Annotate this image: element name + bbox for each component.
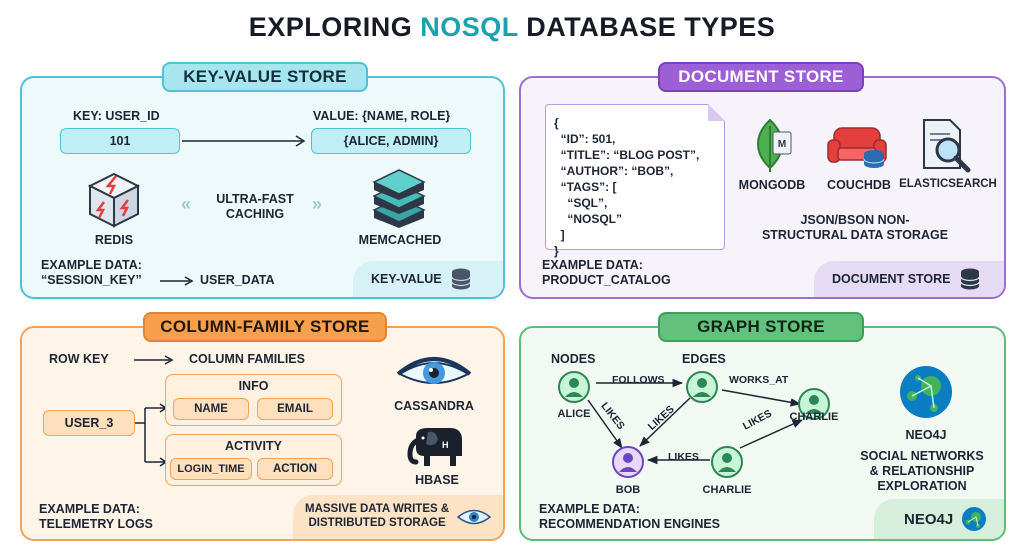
graph-header: GRAPH STORE xyxy=(658,312,864,342)
col-example-value: TELEMETRY LOGS xyxy=(39,517,153,531)
page-fold-icon xyxy=(708,104,725,121)
column-email: EMAIL xyxy=(257,398,333,420)
graph-corner-label: NEO4J xyxy=(904,510,954,528)
graph-example-heading: EXAMPLE DATA: xyxy=(539,502,640,516)
hbase-label: HBASE xyxy=(415,473,459,487)
chevron-left-icon: « xyxy=(181,194,192,214)
kv-example-value: USER_DATA xyxy=(200,273,275,287)
nodes-label: NODES xyxy=(551,352,596,366)
hbase-elephant-icon: H xyxy=(407,428,462,466)
document-header: DOCUMENT STORE xyxy=(658,62,864,92)
cassandra-eye-icon xyxy=(456,509,492,525)
svg-text:M: M xyxy=(778,139,786,150)
user-node-icon xyxy=(558,371,590,403)
row-branch-connector xyxy=(135,403,168,467)
kv-example-arrow-icon xyxy=(160,276,194,286)
memcached-label: MEMCACHED xyxy=(358,233,442,247)
cassandra-label: CASSANDRA xyxy=(394,399,474,413)
edge-works-at-label: WORKS_AT xyxy=(729,374,789,386)
svg-text:H: H xyxy=(442,440,449,450)
key-value-corner-tag: KEY-VALUE xyxy=(353,261,503,297)
user-node-icon xyxy=(798,388,830,420)
document-corner-tag: DOCUMENT STORE xyxy=(814,261,1004,297)
key-value-header: KEY-VALUE STORE xyxy=(162,62,368,92)
document-corner-label: DOCUMENT STORE xyxy=(832,272,951,286)
info-family-title: INFO xyxy=(238,379,269,393)
mongodb-label: MONGODB xyxy=(738,178,806,192)
cassandra-eye-icon xyxy=(396,357,472,384)
user-node-icon xyxy=(711,446,743,478)
node-alice-label: ALICE xyxy=(557,408,591,420)
doc-example-value: PRODUCT_CATALOG xyxy=(542,273,671,287)
title-accent: NOSQL xyxy=(420,12,519,42)
row-key-label: ROW KEY xyxy=(49,352,109,366)
redis-icon xyxy=(87,172,141,228)
couchdb-label: COUCHDB xyxy=(827,178,891,192)
graph-edges xyxy=(587,378,803,465)
kv-example-key: “SESSION_KEY” xyxy=(41,273,142,287)
kv-value-box: {ALICE, ADMIN} xyxy=(311,128,471,154)
kv-example-heading: EXAMPLE DATA: xyxy=(41,258,142,272)
couchdb-icon xyxy=(827,127,887,168)
activity-family-title: ACTIVITY xyxy=(225,439,282,453)
graph-example-value: RECOMMENDATION ENGINES xyxy=(539,517,721,531)
key-value-corner-label: KEY-VALUE xyxy=(371,272,442,286)
column-login-time: LOGIN_TIME xyxy=(170,458,252,480)
chevron-right-icon: » xyxy=(312,194,323,214)
col-example-heading: EXAMPLE DATA: xyxy=(39,502,140,516)
document-description: JSON/BSON NON-STRUCTURAL DATA STORAGE xyxy=(761,213,949,242)
user-node-icon xyxy=(686,371,718,403)
edge-likes-3-label: LIKES xyxy=(668,451,699,463)
database-icon xyxy=(451,268,471,290)
user-node-icon xyxy=(612,446,644,478)
elasticsearch-icon xyxy=(923,119,971,173)
row-user-box: USER_3 xyxy=(43,410,135,436)
mongodb-icon: M xyxy=(757,118,792,172)
memcached-icon xyxy=(372,169,426,228)
column-family-corner-tag: MASSIVE DATA WRITES &DISTRIBUTED STORAGE xyxy=(293,495,503,539)
node-bob-label: BOB xyxy=(615,484,641,496)
json-document-card: { “ID”: 501, “TITLE”: “BLOG POST”, “AUTH… xyxy=(545,104,725,258)
column-family-header: COLUMN-FAMILY STORE xyxy=(143,312,387,342)
edges-label: EDGES xyxy=(682,352,726,366)
neo4j-label: NEO4J xyxy=(905,428,947,442)
row-key-arrow-icon xyxy=(134,355,174,365)
elasticsearch-label: ELASTICSEARCH xyxy=(899,178,997,190)
kv-key-label: KEY: USER_ID xyxy=(73,109,160,123)
neo4j-icon xyxy=(900,366,952,418)
kv-key-box: 101 xyxy=(60,128,180,154)
doc-example-heading: EXAMPLE DATA: xyxy=(542,258,643,272)
redis-label: REDIS xyxy=(94,233,134,247)
column-families-label: COLUMN FAMILIES xyxy=(189,352,305,366)
column-corner-text: MASSIVE DATA WRITES &DISTRIBUTED STORAGE xyxy=(305,503,450,529)
column-action: ACTION xyxy=(257,458,333,480)
graph-corner-tag: NEO4J xyxy=(874,499,1004,539)
database-icon xyxy=(959,268,980,290)
edge-follows-label: FOLLOWS xyxy=(612,374,665,386)
node-charlie-top-label: CHARLIE xyxy=(789,411,839,423)
kv-arrow-icon xyxy=(182,135,306,147)
column-name: NAME xyxy=(173,398,249,420)
kv-value-label: VALUE: {NAME, ROLE} xyxy=(313,109,451,123)
page-title: EXPLORING NOSQL DATABASE TYPES xyxy=(248,12,776,42)
neo4j-icon xyxy=(962,507,987,531)
node-charlie-bottom-label: CHARLIE xyxy=(702,484,752,496)
